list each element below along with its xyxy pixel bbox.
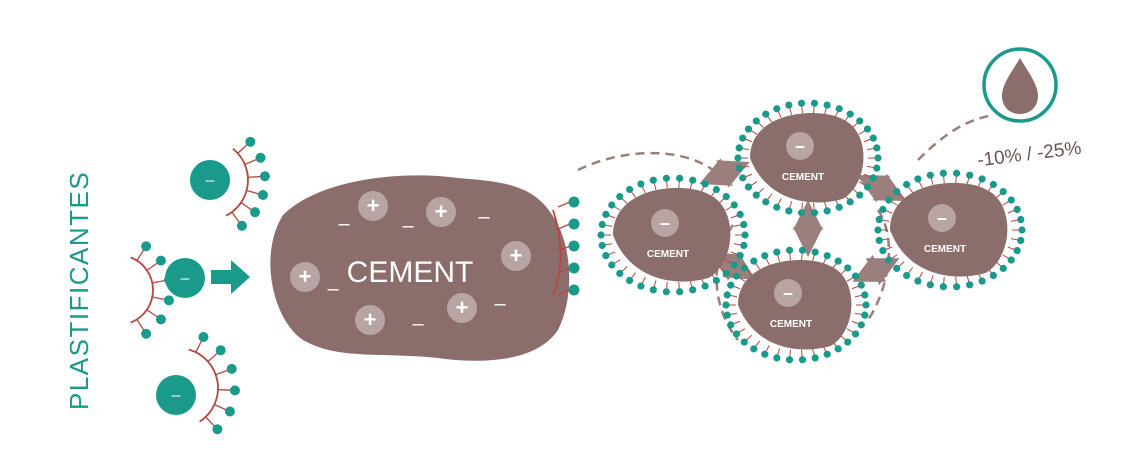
cement-label: CEMENT (647, 249, 689, 260)
cement-label: CEMENT (924, 244, 966, 255)
main-cement-particle: CEMENT ++++++–––––– (270, 175, 570, 361)
positive-charge: + (367, 193, 380, 218)
dashed-path (715, 224, 739, 341)
diagram-background (18, 10, 1128, 460)
negative-charge: – (783, 283, 793, 303)
positive-charge: + (510, 243, 523, 268)
negative-charge: – (937, 208, 947, 228)
cement-label: CEMENT (770, 319, 812, 330)
cement-particle-body (270, 175, 570, 361)
plasticizer-molecule: – (190, 136, 270, 231)
plasticizer-molecule: – (156, 331, 240, 435)
double-arrow (856, 173, 907, 203)
charge-sign: – (171, 385, 181, 405)
teal-bead (568, 240, 580, 252)
dispersed-cement-particle: – CEMENT (597, 174, 749, 296)
diagram-title: PLASTIFICANTES (64, 171, 94, 410)
negative-charge: – (327, 278, 339, 300)
repulsion-arrows (699, 158, 907, 286)
double-arrow (699, 158, 750, 188)
double-arrow (852, 254, 900, 286)
teal-bead (568, 284, 580, 296)
adsorbing-molecules (552, 196, 580, 296)
plasticizer-diagram: PLASTIFICANTES ––– CEMENT ++++++–––––– –… (18, 10, 1128, 460)
positive-charge: + (435, 199, 448, 224)
positive-charge: + (364, 307, 377, 332)
negative-charge: – (494, 293, 506, 315)
negative-charge: – (660, 213, 670, 233)
negative-charge: – (478, 206, 490, 228)
negative-charge: – (412, 313, 424, 335)
cement-label: CEMENT (347, 256, 474, 289)
dispersed-cement-particle: – CEMENT (734, 99, 882, 217)
negative-charge: – (338, 213, 350, 235)
charge-sign: – (205, 170, 215, 190)
charge-sign: – (180, 268, 190, 288)
plasticizer-molecules: – – – (130, 136, 270, 435)
particle-charges: ++++++–––––– (290, 191, 531, 335)
plasticizer-molecule: – (130, 241, 205, 339)
dashed-path (917, 113, 994, 161)
dispersed-cement-particle: – CEMENT (722, 246, 870, 364)
positive-charge: + (456, 295, 469, 320)
negative-charge: – (795, 136, 805, 156)
teal-bead (568, 262, 580, 274)
water-drop-icon (982, 47, 1058, 123)
teal-bead (568, 218, 580, 230)
positive-charge: + (299, 264, 312, 289)
dispersed-cement-particle: – CEMENT (874, 169, 1026, 291)
dispersed-particles: – CEMENT – CEMENT – CEMENT – CEMENT (597, 99, 1026, 364)
cement-label: CEMENT (782, 172, 824, 183)
teal-bead (568, 196, 580, 208)
negative-charge: – (402, 215, 414, 237)
reaction-arrow (211, 260, 250, 294)
